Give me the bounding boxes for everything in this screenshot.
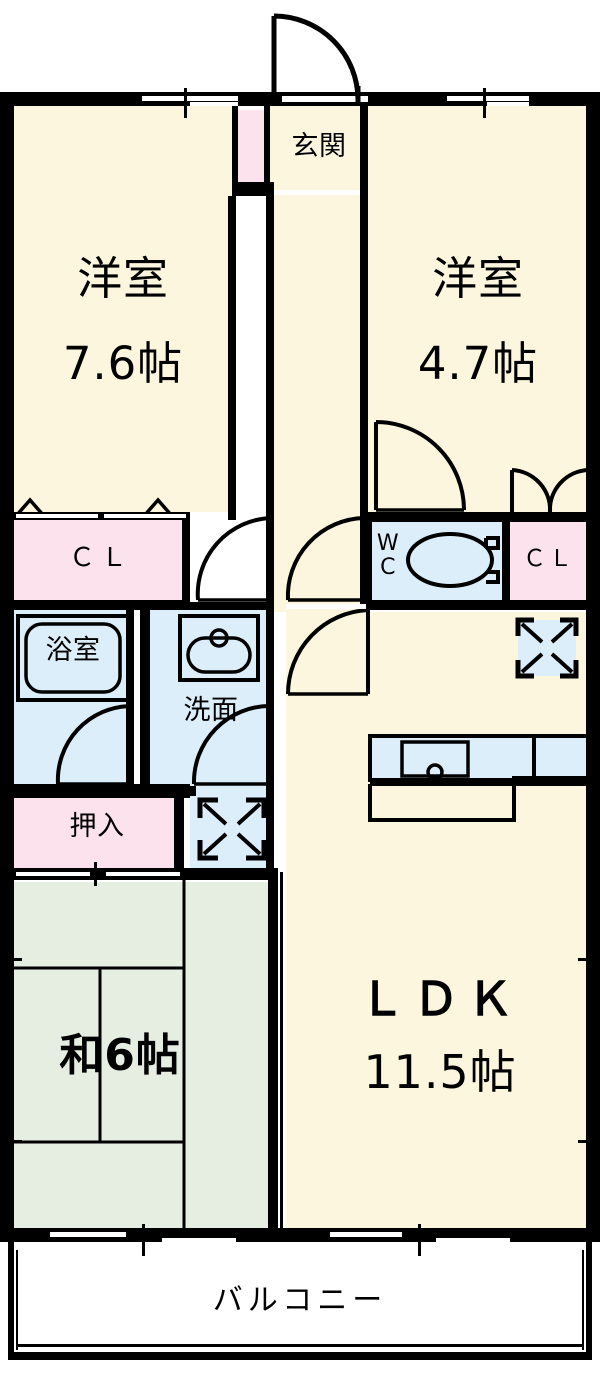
room-fill-ldk	[286, 612, 588, 1232]
wall-closet-right-bottom	[502, 600, 588, 610]
room-fill-closet-right	[510, 520, 588, 602]
closet-left-door-track-a	[16, 514, 98, 518]
room-fill-entrance-hall	[270, 102, 366, 612]
label-washitsu: 和6帖	[59, 1030, 181, 1081]
bedroom-right-door-swing-arc	[374, 420, 466, 512]
window-washitsu-bottom-a	[50, 1232, 126, 1237]
room-fill-shoe-cabinet	[236, 110, 268, 182]
wall-oshiire-right	[174, 784, 184, 876]
window-ldk-bottom-b	[436, 1238, 510, 1243]
wall-closet-left-right	[182, 512, 190, 608]
wall-bedroom-right-bottom	[368, 512, 588, 522]
washroom-door-swing-arc	[191, 704, 272, 786]
window-tick-right-a	[578, 958, 600, 961]
window-washitsu-bottom-b	[162, 1238, 236, 1243]
balcony-rail-left	[16, 1250, 18, 1350]
closet-left-door-track-b	[104, 514, 186, 518]
room-fill-bedroom-left	[12, 102, 234, 512]
wall-entrance-left-outer	[232, 106, 238, 188]
window-bedroom-left-top-b	[190, 102, 238, 106]
label-ldk-name: ＬＤＫ	[359, 972, 521, 1026]
label-bedroom-left-name: 洋室	[77, 252, 169, 305]
wall-toilet-right	[502, 512, 510, 610]
wall-shoe-cabinet-right	[264, 106, 270, 182]
label-bedroom-right-area: 4.7帖	[417, 337, 539, 390]
wall-oshiire-top	[0, 784, 190, 794]
balcony-rail-right	[582, 1250, 584, 1350]
window-tick-bedroom-left	[184, 88, 187, 118]
closet-left-folding-door-icon	[14, 497, 174, 518]
label-washroom: 洗面	[183, 695, 239, 726]
tatami-mats-6	[14, 880, 186, 1228]
washitsu-ldk-partition-line	[280, 872, 283, 1236]
wall-hall-right	[360, 106, 368, 612]
label-bath: 浴室	[45, 635, 101, 666]
window-tick-bedroom-right	[483, 88, 486, 118]
wall-toilet-bottom	[364, 600, 510, 610]
label-toilet-line2: C	[380, 555, 396, 580]
window-bedroom-right-top-b	[487, 102, 529, 106]
wall-closet-right-top	[502, 512, 588, 520]
wall-toilet-left	[364, 512, 372, 610]
toilet-bowl-icon	[406, 532, 500, 588]
oshiire-door-track-b	[106, 872, 180, 876]
kitchen-sink-counter	[368, 734, 590, 822]
label-entrance: 玄関	[291, 131, 347, 162]
wall-hall-left	[266, 190, 274, 608]
window-tick-ldk	[418, 1224, 421, 1256]
wall-washitsu-right	[268, 868, 278, 1240]
wall-closet-left-top	[12, 512, 190, 520]
wall-exterior-left	[0, 92, 14, 1240]
entrance-swing-door	[271, 13, 361, 102]
balcony-wall-right	[586, 1242, 592, 1358]
wall-bedroom-left-right	[228, 196, 236, 520]
wall-shoe-cabinet-bottom	[232, 182, 274, 196]
wall-closet-left-bottom	[0, 600, 190, 610]
balcony-wall-left	[8, 1242, 14, 1358]
balcony-wall-bottom	[8, 1352, 592, 1360]
label-bedroom-right-name: 洋室	[432, 252, 524, 305]
label-toilet-line1: W	[376, 531, 400, 556]
label-oshiire: 押入	[69, 811, 125, 842]
window-bedroom-left-top-a	[142, 96, 238, 101]
oshiire-door-track-a	[16, 872, 90, 876]
balcony-rail-bottom	[16, 1344, 584, 1347]
wall-washroom-top	[140, 602, 274, 610]
room-fill-oshiire	[12, 792, 182, 872]
wall-exterior-right	[586, 92, 600, 1240]
bedroom-left-door-swing-arc	[195, 516, 274, 602]
closet-right-folding-door-icon	[510, 468, 590, 513]
room-fill-bedroom-right	[368, 102, 588, 520]
hall-threshold-line	[274, 190, 360, 195]
hall-washroom-door-swing-arc	[285, 516, 366, 602]
label-balcony: バルコニー	[212, 1283, 388, 1318]
window-tick-right-b	[578, 1140, 600, 1143]
wall-washroom-left	[140, 602, 150, 798]
label-ldk-area: 11.5帖	[363, 1045, 517, 1099]
bathtub-outline	[16, 614, 130, 702]
window-entrance-top	[282, 96, 368, 102]
window-tick-left-b	[0, 1140, 22, 1143]
washbasin-icon	[178, 614, 260, 682]
label-bedroom-left-area: 7.6帖	[62, 337, 184, 390]
label-closet-left: ＣＬ	[68, 543, 133, 573]
refrigerator-space-icon	[515, 617, 579, 679]
hall-door-threshold	[286, 604, 366, 609]
window-bedroom-right-top-a	[447, 96, 529, 101]
washing-machine-space-icon	[197, 797, 267, 861]
hall-ldk-door-swing-arc	[285, 608, 370, 696]
wall-kitchen-counter-edge	[512, 776, 588, 786]
label-closet-right: ＣＬ	[523, 546, 575, 572]
window-tick-left-a	[0, 958, 22, 961]
room-fill-washitsu	[12, 882, 274, 1232]
room-fill-closet-left	[12, 518, 190, 602]
oshiire-door-tick	[94, 862, 97, 886]
window-tick-washitsu	[142, 1224, 145, 1256]
bath-door-swing-arc	[55, 704, 132, 786]
window-ldk-bottom-a	[330, 1232, 402, 1237]
room-fill-balcony	[10, 1250, 590, 1358]
